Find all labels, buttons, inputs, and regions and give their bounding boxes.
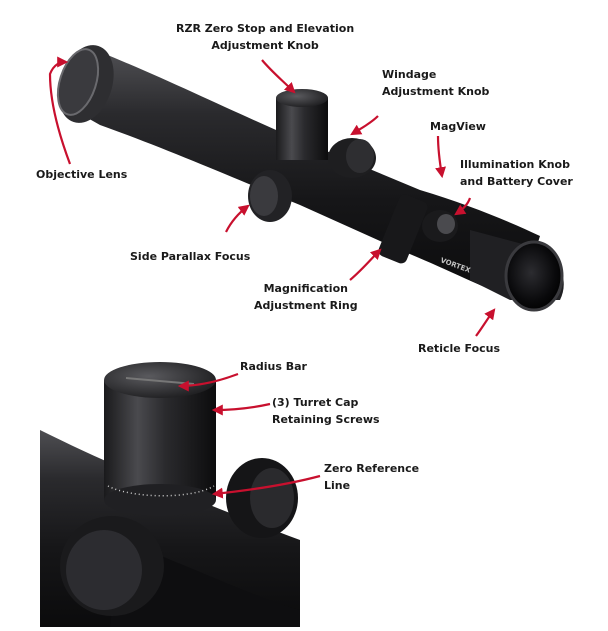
arrow-objective	[48, 56, 72, 165]
label-parallax: Side Parallax Focus	[130, 250, 251, 263]
arrow-zero-stop	[261, 59, 296, 94]
arrow-zero-reference	[211, 474, 321, 499]
label-radius-bar: Radius Bar	[240, 360, 307, 373]
scope-tube	[70, 52, 540, 300]
label-illumination: Illumination Knob and Battery Cover	[460, 158, 573, 188]
magnification-ring	[378, 194, 428, 264]
label-reticle: Reticle Focus	[418, 342, 501, 355]
arrow-reticle	[475, 308, 496, 337]
arrow-magnification	[349, 248, 382, 281]
arrow-retaining-screws	[211, 402, 271, 416]
label-retaining-screws: (3) Turret Cap Retaining Screws	[272, 396, 380, 426]
callout-arrows	[48, 56, 496, 499]
closeup-elevation-body	[104, 380, 216, 500]
riflescope-full-view: VORTEX	[56, 45, 564, 312]
elevation-turret-body	[276, 98, 328, 160]
arrow-radius-bar	[177, 372, 239, 392]
label-objective: Objective Lens	[36, 168, 128, 181]
arrow-magview	[435, 135, 446, 179]
elevation-turret-top	[276, 89, 328, 107]
label-zero-stop: RZR Zero Stop and Elevation Adjustment K…	[176, 22, 355, 52]
turret-closeup-view	[40, 362, 300, 627]
arrow-parallax	[225, 204, 250, 233]
label-zero-reference: Zero Reference Line	[324, 462, 420, 492]
label-magnification: Magnification Adjustment Ring	[254, 282, 358, 312]
arrow-windage	[350, 115, 379, 136]
label-magview: MagView	[430, 120, 486, 133]
arrow-illumination	[454, 197, 472, 216]
ocular-lens	[504, 240, 564, 312]
label-windage: Windage Adjustment Knob	[382, 68, 490, 98]
